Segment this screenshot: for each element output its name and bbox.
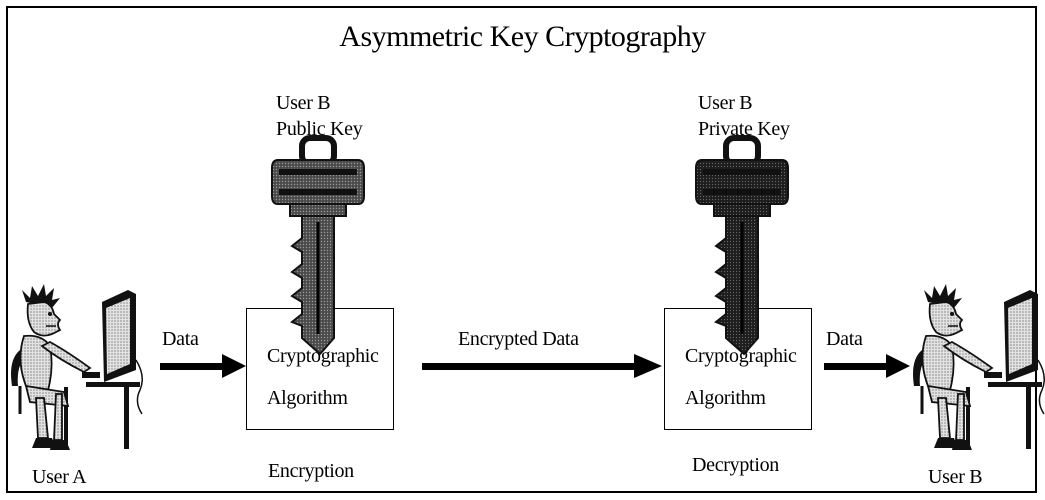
private-key-owner: User B — [698, 92, 753, 114]
encrypted-data-arrow — [422, 354, 662, 378]
user-b-figure — [911, 282, 1045, 452]
encryption-caption: Encryption — [268, 460, 354, 482]
public-key-type: Public Key — [276, 118, 363, 140]
diagram-frame — [6, 6, 1037, 493]
decryption-caption: Decryption — [692, 454, 779, 476]
user-a-figure — [9, 282, 144, 452]
diagram-title: Asymmetric Key Cryptography — [339, 20, 706, 53]
user-b-label: User B — [928, 466, 983, 488]
decryption-box-line1: Cryptographic — [685, 345, 797, 367]
decryption-box-line2: Algorithm — [685, 387, 766, 409]
output-data-arrow — [824, 354, 910, 378]
public-key-label: User B Public Key — [276, 90, 363, 142]
input-data-label: Data — [162, 328, 199, 350]
user-a-label: User A — [32, 466, 87, 488]
private-key-type: Private Key — [698, 118, 790, 140]
output-data-label: Data — [826, 328, 863, 350]
private-key-label: User B Private Key — [698, 90, 790, 142]
private-key-icon — [696, 138, 788, 354]
public-key-owner: User B — [276, 92, 331, 114]
public-key-icon — [272, 138, 364, 354]
encryption-box-line1: Cryptographic — [267, 345, 379, 367]
decryption-algorithm-box: Cryptographic Algorithm — [664, 308, 812, 430]
encrypted-data-label: Encrypted Data — [458, 328, 579, 350]
encryption-box-line2: Algorithm — [267, 387, 348, 409]
input-data-arrow — [160, 354, 246, 378]
